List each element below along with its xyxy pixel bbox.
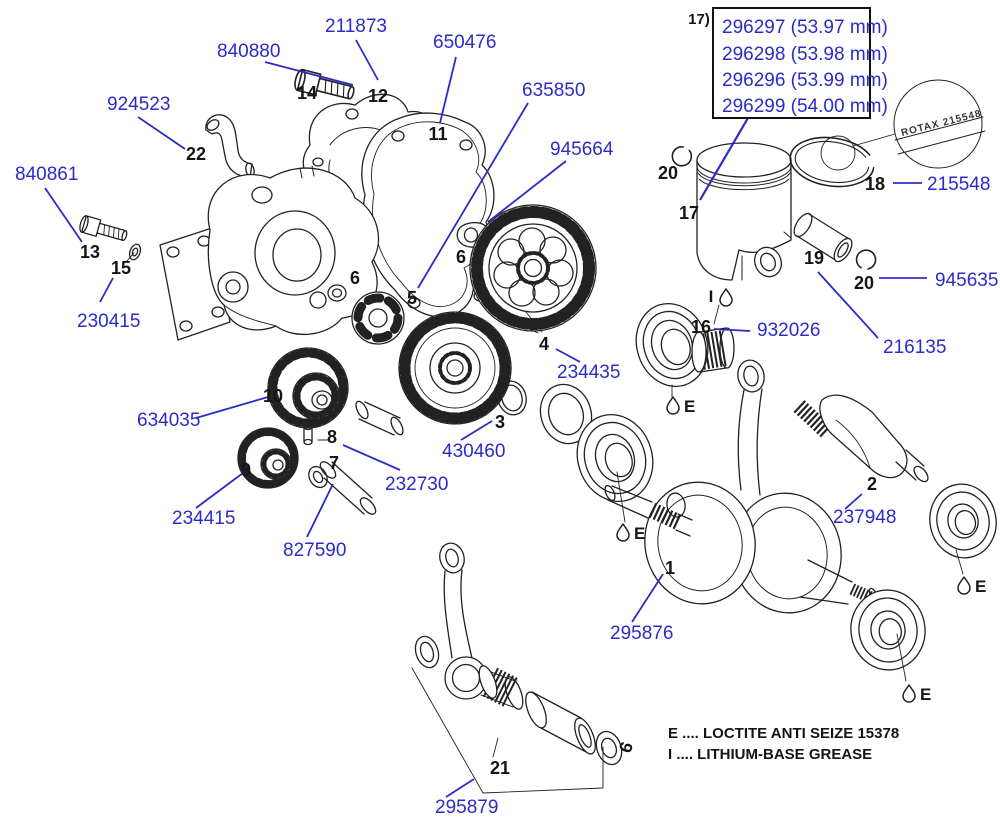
part-bearing-mid — [635, 302, 709, 388]
droplet-icon — [666, 396, 680, 415]
callout-17: 17 — [679, 203, 699, 223]
part-label-945664: 945664 — [550, 139, 614, 160]
callout-6a: 6 — [350, 268, 360, 288]
droplet-icon — [719, 288, 733, 307]
part-elbow-22 — [205, 114, 255, 178]
part-labels: 840880 211873 650476 924523 635850 94566… — [15, 16, 998, 818]
callout-10: 10 — [263, 386, 283, 406]
part-label-234415: 234415 — [172, 508, 235, 529]
callout-11: 11 — [428, 124, 447, 144]
callout-22: 22 — [186, 144, 206, 164]
callout-21: 21 — [490, 758, 510, 778]
part-gear-10 — [267, 347, 349, 429]
legend-line-e: E .... LOCTITE ANTI SEIZE 15378 — [668, 725, 899, 742]
callout-18: 18 — [865, 174, 885, 194]
part-piston-17 — [696, 142, 792, 281]
callout-1: 1 — [665, 558, 675, 578]
callout-9: 9 — [241, 460, 251, 480]
piston-size-option: 296299 (54.00 mm) — [722, 96, 888, 117]
part-bearing-bottom — [850, 589, 926, 671]
callout-13: 13 — [80, 242, 100, 262]
legend: E .... LOCTITE ANTI SEIZE 15378 I .... L… — [668, 725, 899, 763]
part-label-840880: 840880 — [217, 41, 280, 62]
mark-i: I — [709, 287, 714, 306]
part-bearing-left — [576, 413, 654, 503]
callout-2: 2 — [867, 474, 877, 494]
part-gear-4a — [398, 311, 512, 425]
part-shaft-2 — [793, 394, 929, 483]
callout-15: 15 — [111, 258, 131, 278]
part-label-211873: 211873 — [325, 16, 387, 37]
droplet-icon — [957, 576, 971, 595]
part-label-232730: 232730 — [385, 474, 448, 495]
callout-4: 4 — [539, 334, 549, 354]
part-label-840861: 840861 — [15, 164, 78, 185]
part-label-295879: 295879 — [435, 797, 498, 818]
part-screw-13 — [77, 214, 130, 245]
part-label-234435: 234435 — [557, 362, 620, 383]
part-needle-bearing-16 — [691, 327, 735, 373]
part-gear-9 — [237, 427, 299, 489]
part-label-634035: 634035 — [137, 410, 200, 431]
part-label-650476: 650476 — [433, 32, 496, 53]
part-pin-8 — [303, 423, 313, 446]
part-conrod-kit-21 — [411, 542, 623, 794]
callout-19: 19 — [804, 248, 824, 268]
connector-lines — [125, 252, 964, 682]
mark-e1: E — [684, 397, 695, 416]
part-washer-6a — [327, 284, 347, 302]
part-oring-3 — [497, 380, 527, 416]
callout-14: 14 — [297, 83, 317, 103]
callout-12: 12 — [368, 86, 388, 106]
part-piston-pin-19 — [793, 212, 853, 263]
callout-17-paren: 17) — [688, 11, 710, 28]
part-label-295876: 295876 — [610, 623, 673, 644]
callout-5: 5 — [407, 288, 417, 308]
callout-20a: 20 — [658, 163, 678, 183]
part-label-430460: 430460 — [442, 441, 505, 462]
mark-e2: E — [634, 524, 645, 543]
droplet-icon — [902, 684, 916, 703]
mark-e4: E — [920, 685, 931, 704]
piston-size-option: 296297 (53.97 mm) — [722, 17, 888, 38]
part-sprocket-4b — [469, 204, 597, 332]
part-oil-seal — [539, 383, 593, 445]
piston-size-option: 296298 (53.98 mm) — [722, 44, 888, 65]
rotax-stamp-text: ROTAX 215548 — [900, 108, 983, 139]
blue-leader-lines — [44, 39, 927, 798]
part-housing — [159, 165, 380, 341]
part-pump-gear-5 — [351, 291, 405, 345]
piston-size-option: 296296 (53.99 mm) — [722, 70, 888, 91]
part-label-215548: 215548 — [927, 174, 990, 195]
part-shaft-7 — [308, 461, 377, 515]
mark-e3: E — [975, 577, 986, 596]
part-label-945635: 945635 — [935, 270, 998, 291]
part-ring-18 — [789, 136, 875, 188]
droplet-icon — [616, 523, 630, 542]
callout-3: 3 — [495, 412, 505, 432]
part-crankshaft-1 — [604, 359, 878, 614]
callout-20b: 20 — [854, 273, 874, 293]
callout-7: 7 — [329, 453, 339, 473]
part-label-216135: 216135 — [883, 337, 946, 358]
part-label-230415: 230415 — [77, 311, 140, 332]
part-label-827590: 827590 — [283, 540, 346, 561]
callout-numbers: 14 12 11 22 13 15 6 5 6 4 3 10 8 9 7 16 … — [80, 83, 885, 778]
rotax-stamp — [820, 79, 986, 171]
part-label-635850: 635850 — [522, 80, 585, 101]
piston-size-box: 17) 296297 (53.97 mm) 296298 (53.98 mm) … — [688, 7, 888, 119]
callout-16: 16 — [691, 317, 711, 337]
part-washer-15 — [128, 243, 142, 261]
part-circlip-20b — [854, 247, 878, 271]
callout-6b: 6 — [456, 247, 466, 267]
callout-8: 8 — [327, 427, 337, 447]
part-bearing-right — [929, 483, 997, 559]
part-pin — [355, 400, 404, 436]
legend-line-i: I .... LITHIUM-BASE GREASE — [668, 746, 872, 763]
part-label-924523: 924523 — [107, 94, 170, 115]
part-label-932026: 932026 — [757, 320, 820, 341]
grease-mark-letters: I E E E E — [634, 287, 986, 704]
part-label-237948: 237948 — [833, 507, 896, 528]
